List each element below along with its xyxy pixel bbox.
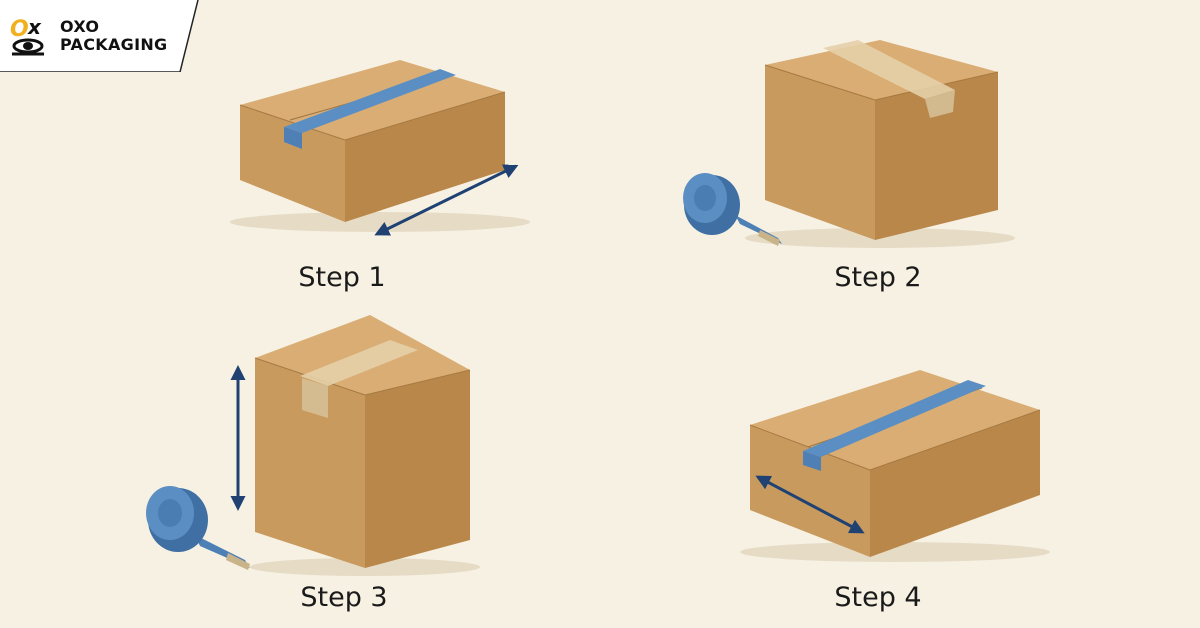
brand-line-1: OXO (60, 17, 100, 36)
brand-name: OXO PACKAGING (60, 18, 167, 54)
brand-line-2: PACKAGING (60, 35, 168, 54)
length-arrow-step-1 (374, 164, 519, 236)
svg-text:O: O (10, 17, 29, 42)
tape-measure-icon (683, 173, 782, 246)
step-3-label: Step 3 (300, 582, 388, 613)
blue-tape-step-4 (803, 380, 986, 471)
width-arrow-step-4 (755, 475, 865, 534)
step-4-label: Step 4 (834, 582, 922, 613)
brand-logo[interactable]: O x OXO PACKAGING (0, 0, 200, 72)
clear-tape-step-2 (823, 40, 955, 118)
logo-mark-icon: O x (10, 15, 44, 56)
clear-tape-step-3 (300, 340, 418, 418)
step-1-label: Step 1 (298, 262, 386, 293)
step-2-label: Step 2 (834, 262, 922, 293)
svg-text:x: x (27, 15, 42, 39)
box-step-1 (230, 60, 530, 232)
tape-measure-icon (146, 486, 250, 570)
logo-badge: O x (0, 0, 199, 72)
blue-tape-step-1 (284, 69, 456, 149)
box-step-4 (740, 370, 1050, 562)
